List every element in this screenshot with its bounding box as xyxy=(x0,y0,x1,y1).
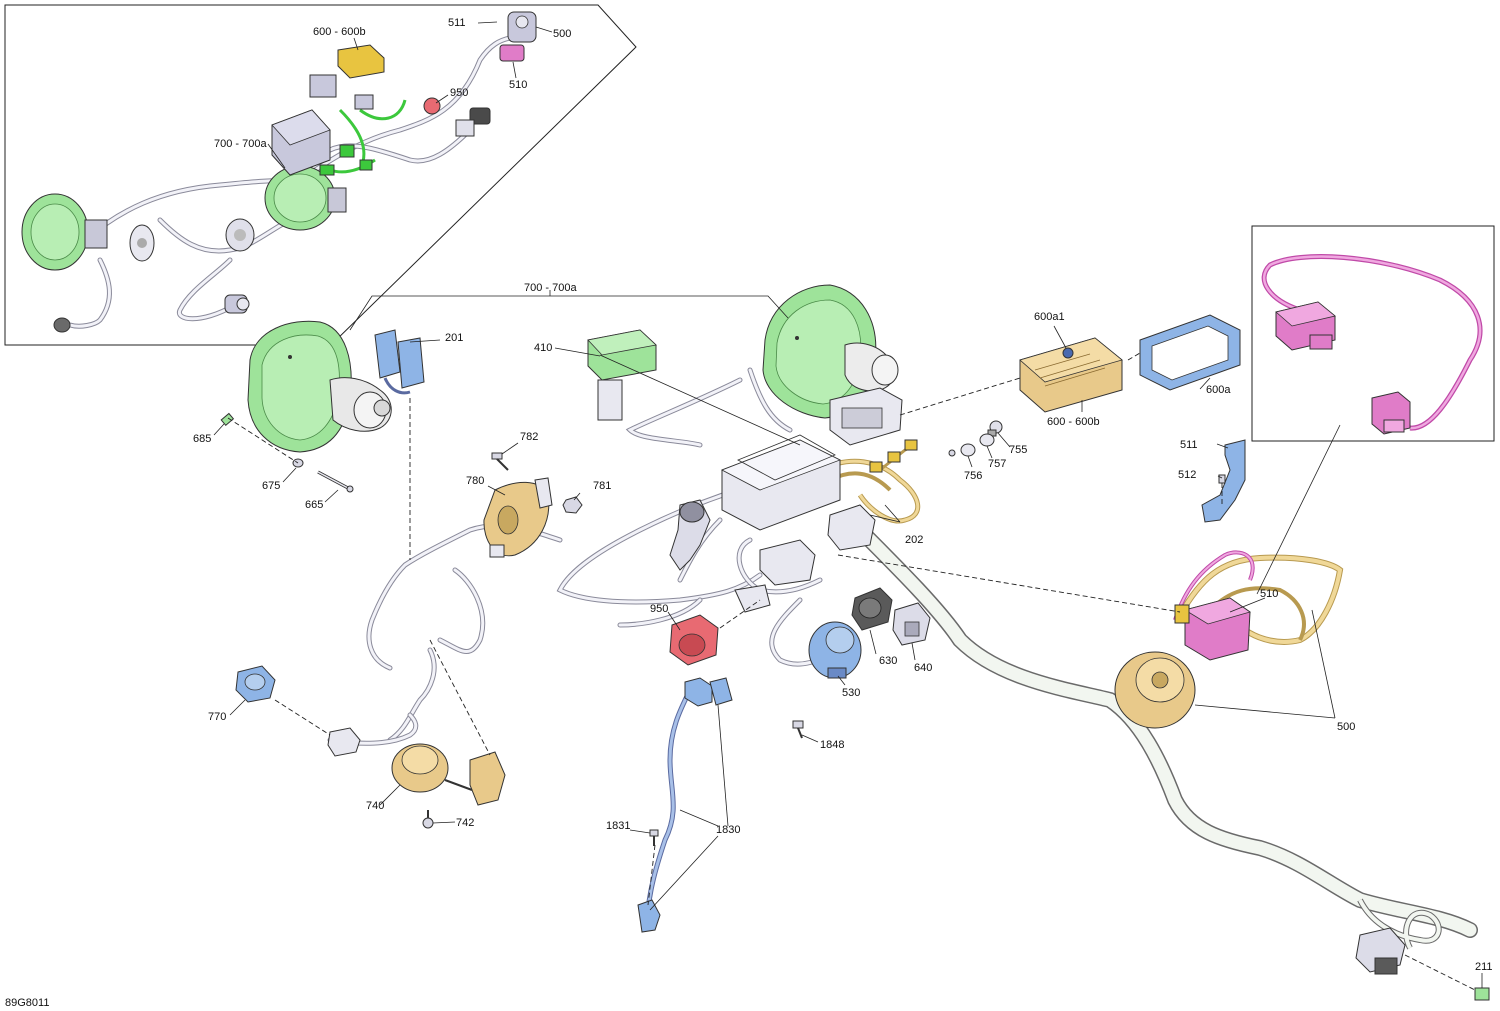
leader-lines xyxy=(213,325,1483,988)
callout-755: 755 xyxy=(1009,444,1027,456)
headlight-left[interactable] xyxy=(247,320,392,453)
callout-782: 782 xyxy=(520,431,538,443)
inset-headlight-right[interactable] xyxy=(264,165,347,231)
ecu-module[interactable] xyxy=(829,387,903,446)
callout-201: 201 xyxy=(445,332,463,344)
callout-630: 630 xyxy=(879,655,897,667)
relay-410[interactable] xyxy=(587,329,657,421)
switch-630[interactable] xyxy=(851,587,893,631)
callout-781: 781 xyxy=(593,480,611,492)
inset-horn[interactable] xyxy=(129,224,155,262)
connector-cluster[interactable] xyxy=(734,504,876,613)
drawing-code: 89G8011 xyxy=(5,997,49,1009)
inset-pink-harness xyxy=(1251,225,1495,442)
callout-770: 770 xyxy=(208,711,226,723)
screw-685[interactable] xyxy=(220,412,235,426)
connector-770[interactable] xyxy=(235,665,276,703)
inset-pink-connector-bottom[interactable] xyxy=(1371,391,1411,435)
screw-512[interactable] xyxy=(1218,474,1226,484)
end-connector[interactable] xyxy=(1355,927,1406,975)
callout-510-inset: 510 xyxy=(509,79,527,91)
inset-connector-600[interactable] xyxy=(309,44,385,110)
inset-frame xyxy=(4,4,637,346)
connector-600[interactable] xyxy=(1019,337,1123,413)
callout-640: 640 xyxy=(914,662,932,674)
inset-ecu[interactable] xyxy=(271,109,331,176)
speed-sensor-1830[interactable] xyxy=(637,677,733,933)
callout-511: 511 xyxy=(1180,439,1198,451)
group-bracket-700 xyxy=(349,295,789,331)
callout-511-inset: 511 xyxy=(448,17,466,29)
callout-685: 685 xyxy=(193,433,211,445)
inset-grommet[interactable] xyxy=(53,317,71,333)
callout-757: 757 xyxy=(988,458,1006,470)
switch-640[interactable] xyxy=(892,602,931,646)
callout-675: 675 xyxy=(262,480,280,492)
callout-410: 410 xyxy=(534,342,552,354)
bracket-511[interactable] xyxy=(1201,439,1246,523)
inset-switch-500[interactable] xyxy=(499,11,537,62)
callout-530: 530 xyxy=(842,687,860,699)
spark-plug-cap[interactable] xyxy=(669,499,711,571)
inset-socket-950[interactable] xyxy=(423,97,441,115)
plug-cap[interactable] xyxy=(327,727,361,757)
callout-1830: 1830 xyxy=(716,824,740,836)
fuse-box[interactable] xyxy=(721,434,841,531)
callout-500: 500 xyxy=(1337,721,1355,733)
callout-512: 512 xyxy=(1178,469,1196,481)
screw-782[interactable] xyxy=(491,452,509,471)
socket-202[interactable] xyxy=(869,439,918,473)
bulb-756[interactable] xyxy=(948,443,976,457)
inset-plug[interactable] xyxy=(224,294,250,314)
callout-665: 665 xyxy=(305,499,323,511)
sensor-740[interactable] xyxy=(391,743,506,806)
headlight-right[interactable] xyxy=(762,284,899,419)
inset-headlight-left[interactable] xyxy=(21,193,108,271)
fuse-211[interactable] xyxy=(1474,987,1490,1001)
pin-600a1[interactable] xyxy=(1062,347,1074,359)
inset-green-connector xyxy=(339,144,355,158)
socket-950[interactable] xyxy=(669,614,719,666)
assembly-lines xyxy=(227,352,1476,991)
inset-gauge[interactable] xyxy=(225,218,255,252)
nut-781[interactable] xyxy=(562,496,583,514)
callout-510: 510 xyxy=(1260,588,1278,600)
bolt-665[interactable] xyxy=(317,470,354,493)
ignition-switch-500[interactable] xyxy=(1114,651,1196,729)
screw-742[interactable] xyxy=(422,810,434,829)
callout-742: 742 xyxy=(456,817,474,829)
callout-1848: 1848 xyxy=(820,739,844,751)
inset-pink-frame xyxy=(1251,225,1495,442)
callout-1831: 1831 xyxy=(606,820,630,832)
inset-overview: 511 500 510 600 - 600b 950 700 - 700a xyxy=(4,4,637,346)
screw-1848[interactable] xyxy=(792,720,804,739)
callout-700-700a: 700 - 700a xyxy=(524,282,577,294)
horn-780[interactable] xyxy=(483,477,553,558)
callout-780: 780 xyxy=(466,475,484,487)
callout-950-inset: 950 xyxy=(450,87,468,99)
callout-756: 756 xyxy=(964,470,982,482)
callout-600-600b-inset: 600 - 600b xyxy=(313,26,366,38)
callout-500-inset: 500 xyxy=(553,28,571,40)
main-harness-wires xyxy=(327,367,1478,950)
inset-pink-connector-top[interactable] xyxy=(1275,301,1336,351)
connector-510[interactable] xyxy=(1174,597,1251,661)
screw-1831[interactable] xyxy=(649,829,659,846)
callout-950: 950 xyxy=(650,603,668,615)
switch-530[interactable] xyxy=(808,621,862,679)
callout-600a1: 600a1 xyxy=(1034,311,1065,323)
callout-740: 740 xyxy=(366,800,384,812)
bulb-755[interactable] xyxy=(987,420,1003,437)
callout-202: 202 xyxy=(905,534,923,546)
callout-700-700a-inset: 700 - 700a xyxy=(214,138,267,150)
callout-labels: 700 - 700a 201 410 600a1 600a 600 - 600b… xyxy=(5,282,1493,1009)
callout-600-600b: 600 - 600b xyxy=(1047,416,1100,428)
inset-sensor[interactable] xyxy=(455,107,491,137)
callout-600a: 600a xyxy=(1206,384,1231,396)
bulb-757[interactable] xyxy=(979,433,995,447)
connector-201[interactable] xyxy=(374,329,425,395)
gasket-600a[interactable] xyxy=(1139,314,1241,391)
callout-211: 211 xyxy=(1475,961,1493,973)
